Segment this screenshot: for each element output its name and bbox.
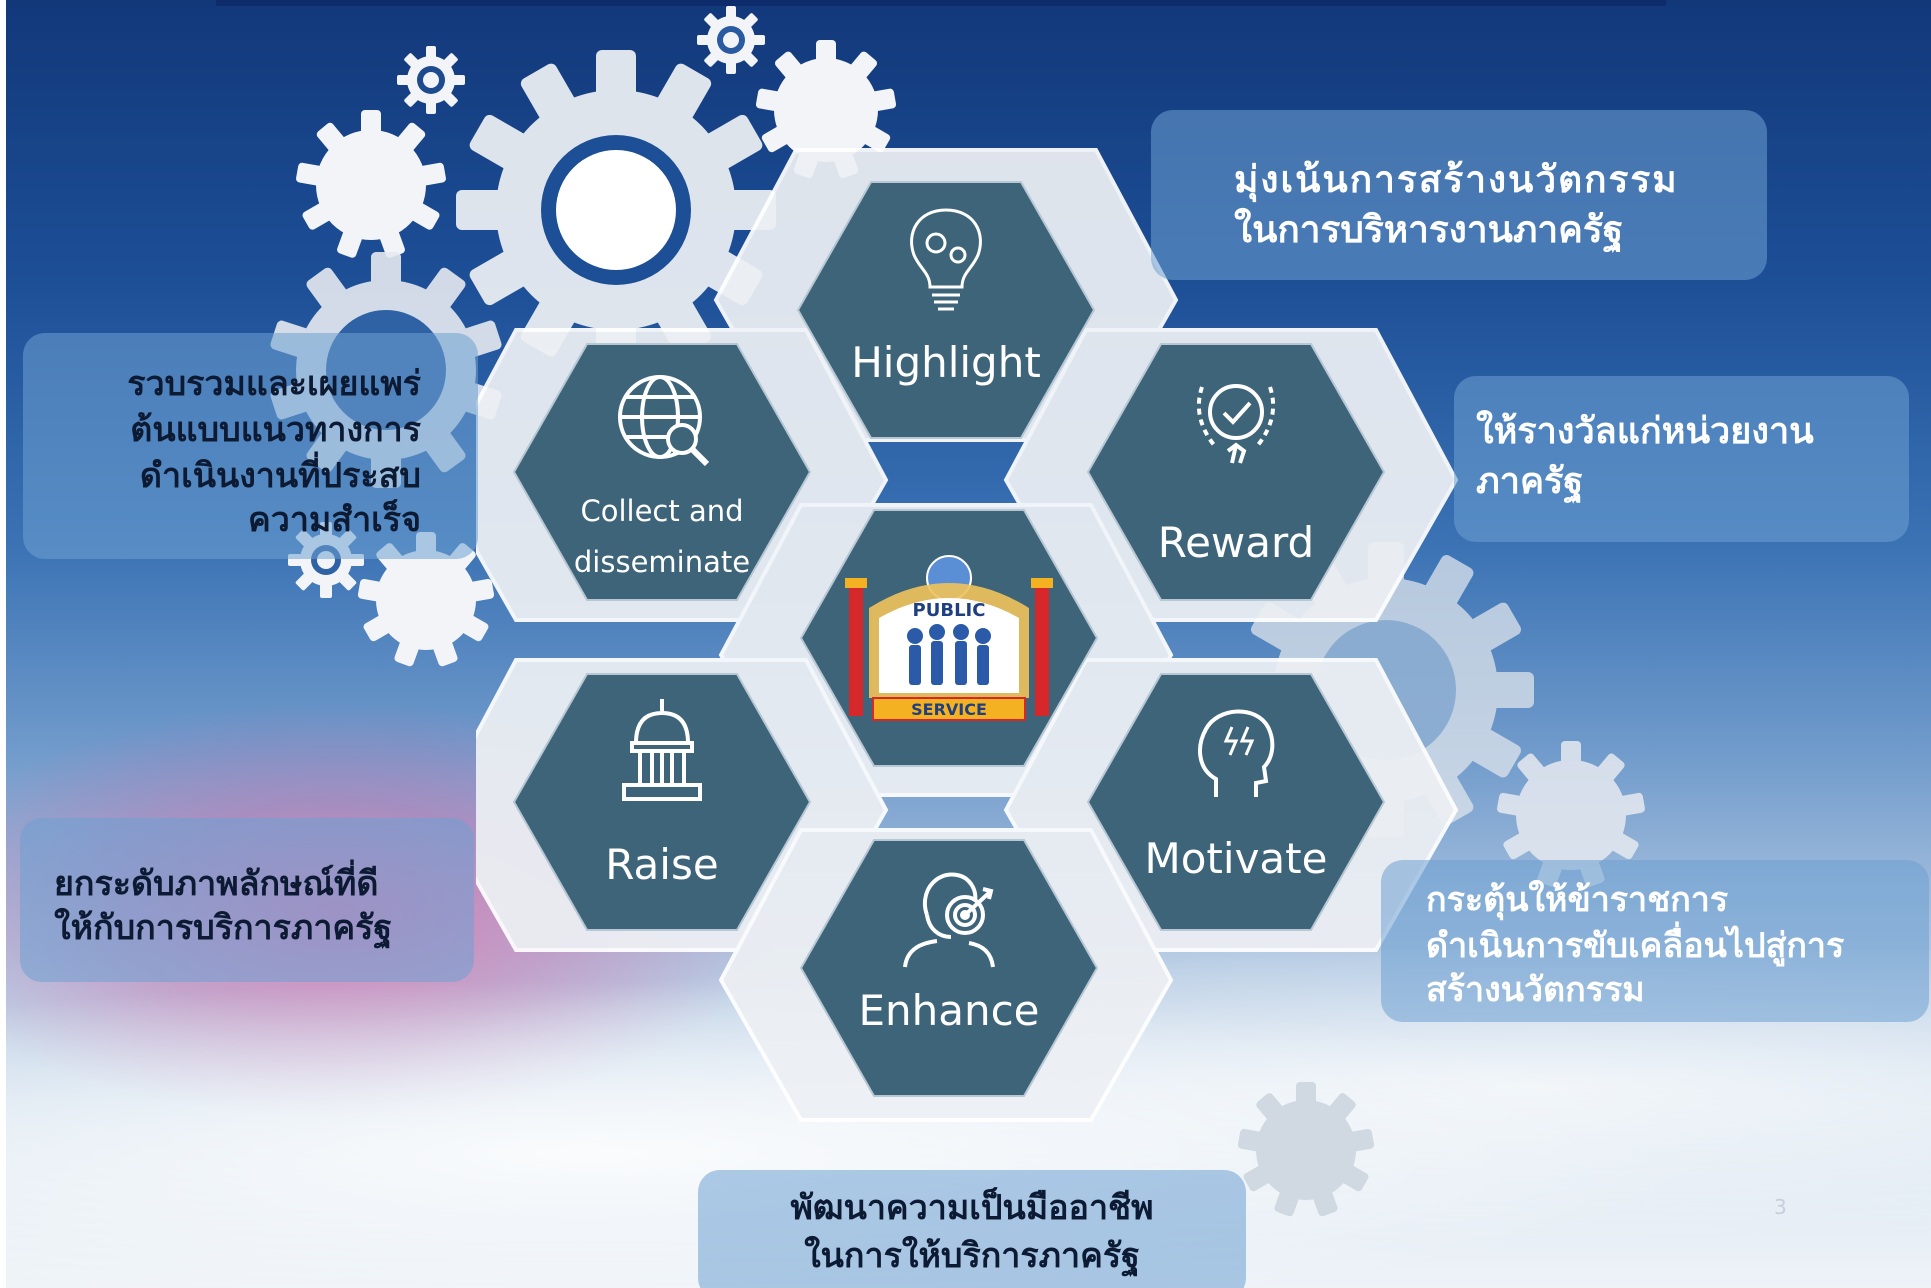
callout-motivate-line2: ดำเนินการขับเคลื่อนไปสู่การ [1426,926,1845,966]
callout-collect-line3: ดำเนินงานที่ประสบ [139,456,421,496]
hex-label-collect-line1: Collect and [580,494,744,528]
callout-motivate-line1: กระตุ้นให้ข้าราชการ [1426,880,1729,920]
hex-highlight: Highlight [796,180,1096,440]
callout-collect-line2: ต้นแบบแนวทางการ [130,410,421,450]
hex-label-reward: Reward [1157,518,1315,567]
hex-collect: Collect and disseminate [512,342,812,602]
callout-innovation-box [1151,110,1767,280]
callout-collect-box [23,333,478,559]
hex-label-collect-line2: disseminate [573,545,751,579]
callout-motivate-line3: สร้างนวัตกรรม [1426,970,1645,1010]
gear-icon [1496,741,1646,888]
callout-innovation-line2: ในการบริหารงานภาครัฐ [1234,208,1624,251]
slide-background: Highlight Collect and disseminate Reward [6,0,1931,1288]
callout-reward-line1: ให้รางวัลแก่หน่วยงาน [1476,411,1814,452]
callout-enhance-line2: ในการให้บริการภาครัฐ [804,1236,1140,1276]
lightbulb-gears-icon [910,208,982,311]
callout-collect-line1: รวบรวมและเผยแพร่ [127,364,421,404]
callout-enhance-box [698,1170,1246,1288]
laurel-check-icon [1196,384,1276,464]
hex-label-enhance: Enhance [858,986,1040,1035]
gear-icon [397,46,465,114]
callout-raise-line2: ให้กับการบริการภาครัฐ [54,908,393,948]
capitol-building-icon [622,699,702,801]
hex-reward: Reward [1086,342,1386,602]
hex-raise: Raise [512,672,812,932]
callout-collect-line4: ความสำเร็จ [248,500,421,540]
top-rule [216,0,1666,6]
callout-enhance-line1: พัฒนาความเป็นมืออาชีพ [790,1188,1154,1228]
callout-raise-line1: ยกระดับภาพลักษณ์ที่ดี [54,864,379,904]
callout-reward-line2: ภาครัฐ [1476,461,1584,502]
globe-search-icon [618,375,710,467]
callout-motivate-box [1381,860,1929,1022]
gear-icon [756,40,896,180]
logo-bottom-text: SERVICE [911,700,987,719]
gear-icon [1237,1082,1375,1218]
hex-motivate: Motivate [1086,672,1386,932]
callout-innovation-line1: มุ่งเน้นการสร้างนวัตกรรม [1234,158,1679,201]
person-target-icon [903,872,995,968]
public-service-logo: PUBLIC SERVICE [845,555,1053,721]
callout-raise-box [20,818,474,982]
logo-top-text: PUBLIC [913,600,986,621]
hex-center-logo: PUBLIC SERVICE [799,508,1099,768]
hex-label-motivate: Motivate [1144,834,1328,883]
gear-icon [456,50,776,370]
hex-enhance: Enhance [799,838,1099,1098]
callout-reward-box [1454,376,1909,542]
head-idea-icon [1198,709,1275,797]
page-number: 3 [1774,1195,1787,1219]
gear-icon [296,110,446,259]
gear-icon [697,6,765,74]
hex-label-raise: Raise [605,840,719,889]
hex-label-highlight: Highlight [851,338,1041,387]
